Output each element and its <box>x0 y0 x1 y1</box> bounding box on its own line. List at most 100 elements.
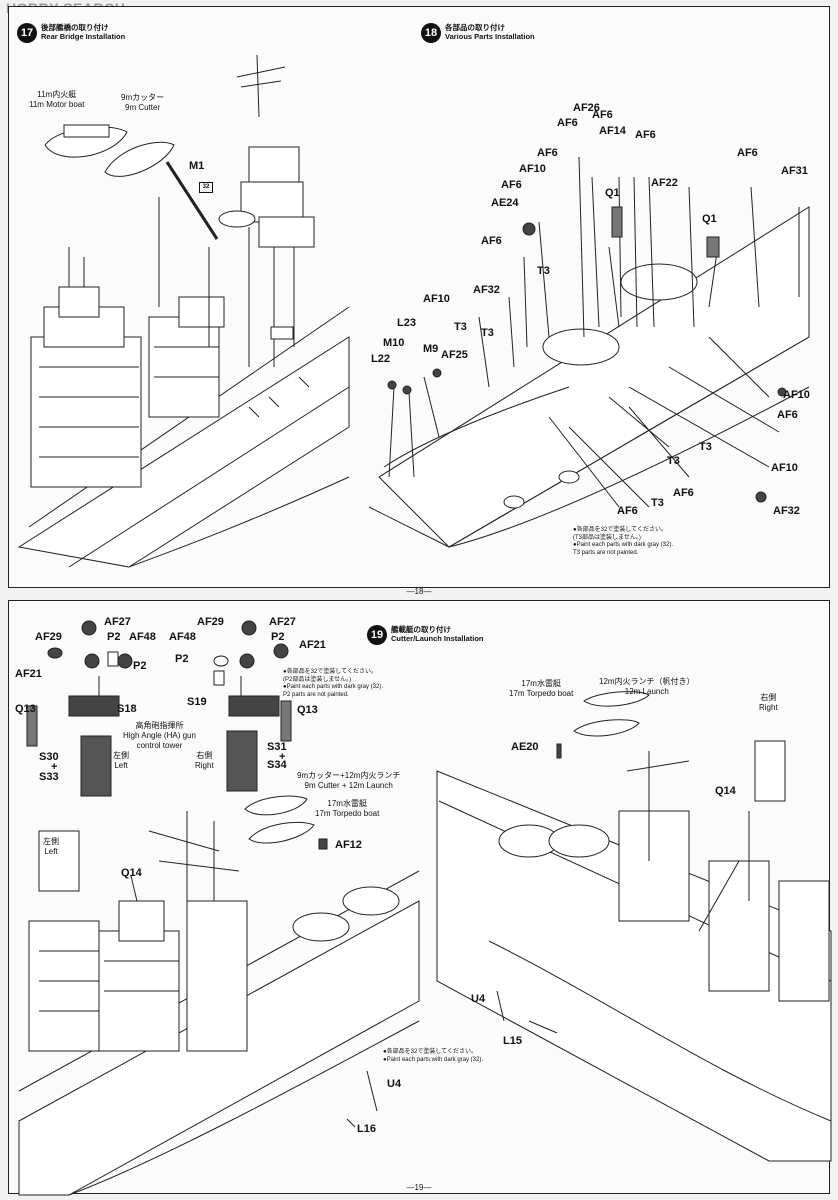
part-label-af12: AF12 <box>335 839 362 851</box>
part-label: M9 <box>423 343 439 355</box>
right-caption: 右側 Right <box>195 751 214 770</box>
part-label: AF32 <box>473 284 500 296</box>
torpedo-boat-caption-step19: 17m水雷艇 17m Torpedo boat <box>509 679 574 698</box>
part-label: AF6 <box>557 117 578 129</box>
step-18-header: 18 各部品の取り付け Various Parts Installation <box>421 23 535 43</box>
instruction-page-19: AF27 AF29 P2 AF48 P2 AF21 S18 Q13 S30 + … <box>8 600 832 1196</box>
paint-note-step19: ●各部品を32で塗装してください。 ●Paint each parts with… <box>383 1049 484 1063</box>
part-label: AF27 <box>104 616 131 628</box>
part-label: AE24 <box>491 197 519 209</box>
part-label: P2 <box>271 631 285 643</box>
part-label: P2 <box>107 631 121 643</box>
part-label: AF31 <box>781 165 808 177</box>
various-parts-drawing <box>368 156 810 548</box>
paint-note-towers: ●各部品を32で塗装してください。 (P2部品は塗装しません。) ●Paint … <box>283 669 384 698</box>
part-label: AF29 <box>35 631 62 643</box>
ha-tower-caption: 高角砲指揮所 High Angle (HA) gun control tower <box>123 721 196 750</box>
instruction-page-18: 17 後部艦橋の取り付け Rear Bridge Installation 18… <box>8 6 830 596</box>
part-label: L23 <box>397 317 416 329</box>
part-label: T3 <box>667 455 680 467</box>
part-label: T3 <box>481 327 494 339</box>
part-label-l16: L16 <box>357 1123 376 1135</box>
part-label: AF10 <box>519 163 546 175</box>
part-label: AF6 <box>501 179 522 191</box>
part-label-ae20: AE20 <box>511 741 539 753</box>
part-label: AF6 <box>777 409 798 421</box>
part-label: AF32 <box>773 505 800 517</box>
paint-code-32: 32 <box>199 179 213 193</box>
step-title-en: Rear Bridge Installation <box>41 32 126 41</box>
part-label: + <box>279 751 286 763</box>
part-label-l15: L15 <box>503 1035 522 1047</box>
left-side-caption: 左側 Left <box>43 837 59 856</box>
part-label: AF6 <box>635 129 656 141</box>
step-number: 17 <box>17 23 37 43</box>
part-label: T3 <box>651 497 664 509</box>
part-label: AF6 <box>673 487 694 499</box>
part-label-u4: U4 <box>471 993 486 1005</box>
part-label-m1: M1 <box>189 160 205 172</box>
step-title-jp: 各部品の取り付け <box>445 23 505 32</box>
part-label: Q1 <box>605 187 620 199</box>
part-label-q14: Q14 <box>121 867 142 879</box>
part-label: AF14 <box>599 125 626 137</box>
part-label: S31 <box>267 741 287 753</box>
cutter-caption: 9mカッター 9m Cutter <box>121 93 165 112</box>
part-label: AF10 <box>783 389 810 401</box>
cutter-launch-caption: 9mカッター+12m内火ランチ 9m Cutter + 12m Launch <box>297 771 401 790</box>
part-label: AF6 <box>481 235 502 247</box>
part-label: AF6 <box>537 147 558 159</box>
page-number: —19— <box>406 1183 432 1192</box>
part-label: P2 <box>133 660 147 672</box>
part-label: Q13 <box>15 703 36 715</box>
part-label: T3 <box>699 441 712 453</box>
step-title-jp: 艦載艇の取り付け <box>391 625 451 634</box>
page-number: —18— <box>406 587 432 596</box>
rear-bridge-drawing <box>17 54 350 568</box>
part-label: AF48 <box>169 631 196 643</box>
part-label: T3 <box>454 321 467 333</box>
part-label: S33 <box>39 771 59 783</box>
step-title-en: Cutter/Launch Installation <box>391 634 484 643</box>
part-label: AF25 <box>441 349 468 361</box>
part-label: S18 <box>117 703 137 715</box>
right-caption-step19: 右側 Right <box>759 693 778 712</box>
part-label: S34 <box>267 759 287 771</box>
ha-tower-drawing <box>18 620 420 1196</box>
part-label: AF6 <box>617 505 638 517</box>
part-label: AF27 <box>269 616 296 628</box>
motor-boat-caption: 11m内火艇 11m Motor boat <box>29 90 85 109</box>
part-label: S19 <box>187 696 207 708</box>
part-label: Q13 <box>297 704 318 716</box>
left-caption: 左側 Left <box>113 751 129 770</box>
paint-note-step18: ●各部品を32で塗装してください。 (T3部品は塗装しません。) ●Paint … <box>573 527 674 556</box>
part-label-u4: U4 <box>387 1078 402 1090</box>
part-label: AF10 <box>423 293 450 305</box>
part-label: AF6 <box>592 109 613 121</box>
launch-caption: 12m内火ランチ（帆付き） 12m Launch <box>599 677 695 696</box>
step-title-jp: 後部艦橋の取り付け <box>41 23 109 32</box>
step-title-en: Various Parts Installation <box>445 32 535 41</box>
torpedo-boat-caption: 17m水雷艇 17m Torpedo boat <box>315 799 380 818</box>
part-label: AF21 <box>15 668 42 680</box>
part-label: + <box>51 761 58 773</box>
part-label: Q1 <box>702 213 717 225</box>
part-label: AF6 <box>737 147 758 159</box>
step-17-header: 17 後部艦橋の取り付け Rear Bridge Installation <box>17 23 125 43</box>
part-label: AF48 <box>129 631 156 643</box>
cutter-launch-drawing <box>436 691 832 1162</box>
part-label-q14: Q14 <box>715 785 736 797</box>
part-label: AF26 <box>573 102 600 114</box>
part-label: M10 <box>383 337 405 349</box>
part-label: AF29 <box>197 616 224 628</box>
step-number: 19 <box>367 625 387 645</box>
part-label: S30 <box>39 751 59 763</box>
step-number: 18 <box>421 23 441 43</box>
part-label: AF10 <box>771 462 798 474</box>
part-label: P2 <box>175 653 189 665</box>
part-label: T3 <box>537 265 550 277</box>
part-label: AF21 <box>299 639 326 651</box>
part-label: L22 <box>371 353 390 365</box>
part-label: AF22 <box>651 177 678 189</box>
step-19-header: 19 艦載艇の取り付け Cutter/Launch Installation <box>367 625 484 645</box>
